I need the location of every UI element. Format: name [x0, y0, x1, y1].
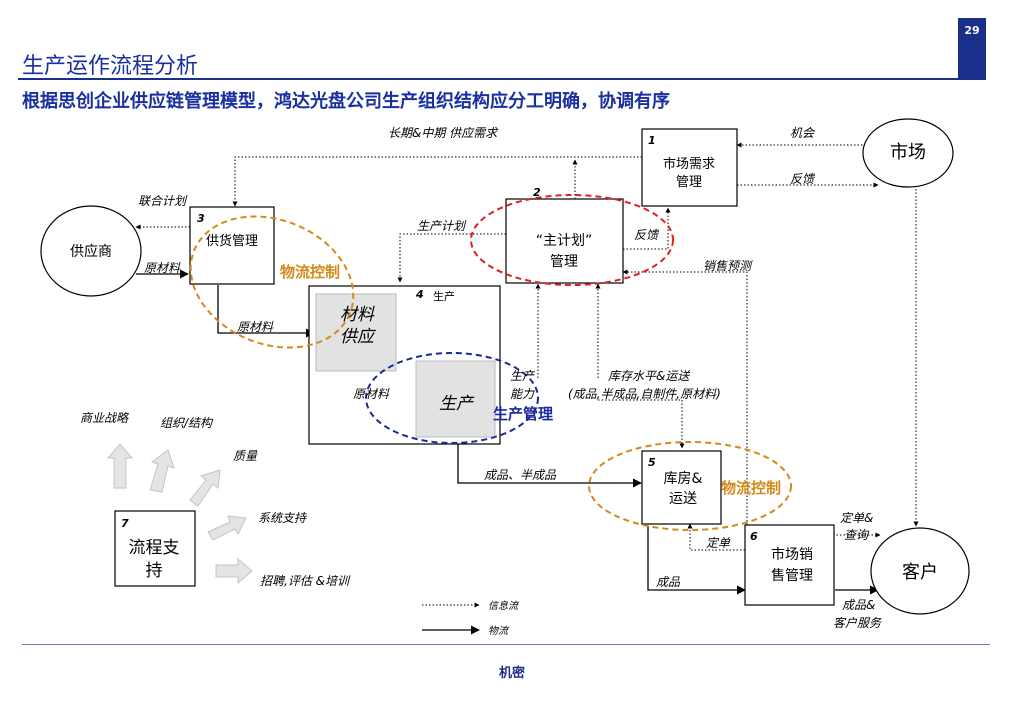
- order-query-label-1: 定单&: [840, 511, 873, 525]
- sales-line1: 市场销: [771, 546, 813, 563]
- legend-material-label: 物流: [488, 625, 510, 637]
- box-number-1: 1: [648, 134, 656, 147]
- sales-forecast-label: 销售预测: [703, 259, 753, 273]
- box-number-5: 5: [648, 456, 656, 469]
- service-label-1: 成品&: [842, 598, 875, 612]
- master-plan-line2: 管理: [550, 254, 578, 270]
- finished-semi-label: 成品、半成品: [484, 468, 557, 482]
- material-supply-line2: 供应: [340, 327, 377, 347]
- raw-material-label-3: 原材料: [353, 387, 390, 401]
- opportunity-label: 机会: [790, 126, 816, 140]
- production-box: 4 生产 材料 供应 生产: [308, 285, 501, 445]
- market-label: 市场: [890, 142, 926, 163]
- warehouse-line2: 运送: [669, 491, 697, 507]
- supplier-node: 供应商: [40, 205, 142, 297]
- sales-management-box: 6 市场销 售管理: [744, 524, 835, 606]
- legend-info-label: 信息流: [488, 600, 520, 612]
- customer-label: 客户: [902, 562, 938, 583]
- support-arrow-organization: [149, 449, 175, 493]
- support-item-recruitment: 招聘,评估 &培训: [260, 574, 351, 588]
- market-demand-box: 1 市场需求 管理: [641, 128, 738, 207]
- info-flow-lines: [135, 142, 919, 608]
- inventory-label-2: (成品,半成品,自制件,原材料): [568, 387, 721, 401]
- market-demand-line2: 管理: [676, 175, 702, 190]
- logistics-control-ring-1: [189, 215, 355, 349]
- support-arrows: [106, 443, 253, 585]
- box-number-4: 4: [415, 288, 424, 301]
- process-support-line2: 持: [146, 561, 163, 581]
- material-supply-line1: 材料: [340, 305, 375, 325]
- market-demand-line1: 市场需求: [663, 156, 715, 172]
- support-arrow-strategy: [106, 443, 134, 489]
- process-support-line1: 流程支: [129, 538, 180, 558]
- page-title: 生产运作流程分析: [22, 54, 199, 79]
- warehouse-line1: 库房&: [664, 471, 703, 487]
- box-number-6: 6: [750, 530, 758, 543]
- finished-goods-label: 成品: [656, 575, 681, 589]
- master-plan-ring: [470, 194, 674, 286]
- footer-confidential: 机密: [498, 666, 525, 681]
- sales-line2: 售管理: [771, 568, 813, 584]
- support-arrow-quality: [189, 469, 221, 507]
- master-plan-line1: “主计划”: [536, 233, 593, 249]
- support-arrow-system: [207, 515, 247, 541]
- production-inner-label: 生产: [439, 394, 475, 414]
- box-number-3: 3: [197, 212, 205, 225]
- capacity-label-2: 能力: [510, 387, 535, 401]
- supply-management-label: 供货管理: [206, 233, 258, 249]
- support-arrow-recruitment: [215, 557, 253, 585]
- production-management-label: 生产管理: [493, 405, 553, 423]
- raw-material-label-2: 原材料: [237, 320, 274, 334]
- service-label-2: 客户服务: [833, 616, 882, 630]
- logistics-control-label-1: 物流控制: [280, 263, 340, 281]
- production-management-ring: [365, 352, 539, 444]
- logistics-control-ring-2: [588, 441, 792, 531]
- raw-material-label-1: 原材料: [144, 261, 181, 275]
- footer-divider: [22, 644, 990, 645]
- support-item-quality: 质量: [233, 449, 258, 463]
- market-node: 市场: [862, 118, 954, 188]
- supplier-label: 供应商: [70, 243, 112, 260]
- support-item-strategy: 商业战略: [80, 411, 130, 425]
- market-feedback-label: 反馈: [790, 172, 816, 186]
- box-number-7: 7: [121, 517, 129, 530]
- production-plan-label: 生产计划: [417, 219, 467, 233]
- order-label: 定单: [706, 536, 731, 550]
- page-subtitle: 根据思创企业供应链管理模型，鸿达光盘公司生产组织结构应分工明确，协调有序: [22, 91, 670, 112]
- title-divider: [18, 78, 972, 80]
- order-query-label-2: 查询: [844, 528, 870, 542]
- logistics-control-label-2: 物流控制: [721, 479, 781, 497]
- support-item-organization: 组织/结构: [160, 416, 214, 430]
- process-support-box: 7 流程支 持: [114, 510, 196, 587]
- joint-plan-label: 联合计划: [138, 194, 188, 208]
- customer-node: 客户: [870, 527, 970, 615]
- box-number-2: 2: [533, 186, 541, 199]
- long-mid-demand-label: 长期&中期 供应需求: [388, 126, 499, 140]
- warehouse-box: 5 库房& 运送: [641, 450, 722, 525]
- master-plan-box: 2 “主计划” 管理: [505, 186, 624, 284]
- capacity-label-1: 生产: [510, 369, 535, 383]
- support-item-system: 系统支持: [258, 511, 308, 525]
- plan-feedback-label: 反馈: [634, 228, 660, 242]
- page-number: 29: [958, 18, 986, 80]
- production-box-label: 生产: [433, 289, 455, 303]
- inventory-label-1: 库存水平&运送: [608, 369, 690, 383]
